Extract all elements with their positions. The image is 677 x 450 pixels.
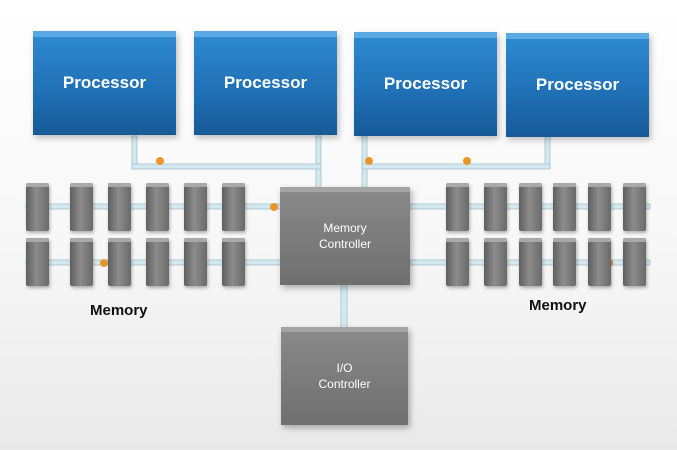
memory-module [222,183,245,231]
processor-2: Processor [194,31,337,135]
memory-module [484,183,507,231]
processor-2-label: Processor [223,73,308,92]
memory-module [108,183,131,231]
memory-module [222,238,245,286]
memory-module [553,183,576,231]
memory-module [588,238,611,286]
memory-module [553,238,576,286]
memory-module [26,238,49,286]
io-controller: I/O Controller [281,327,408,425]
memory-module [623,183,646,231]
memory-module [519,238,542,286]
processor-4: Processor [506,33,649,137]
memory-label-left: Memory [90,302,148,319]
memory-module [623,238,646,286]
memory-module [146,238,169,286]
memory-module [588,183,611,231]
processor-4-label: Processor [535,75,620,94]
memory-module [70,183,93,231]
memory-module [484,238,507,286]
memory-label-right: Memory [529,297,587,314]
processor-1-label: Processor [62,73,147,92]
memory-module [184,238,207,286]
memory-module [108,238,131,286]
memory-module [519,183,542,231]
memory-module [70,238,93,286]
memory-module [446,183,469,231]
memory-module [184,183,207,231]
memory-module [146,183,169,231]
memory-controller-label: Memory Controller [318,221,372,251]
memory-module [446,238,469,286]
processor-3: Processor [354,32,497,136]
memory-module [26,183,49,231]
processor-3-label: Processor [383,74,468,93]
io-controller-label: I/O Controller [318,361,371,391]
memory-controller: Memory Controller [280,187,410,285]
processor-1: Processor [33,31,176,135]
